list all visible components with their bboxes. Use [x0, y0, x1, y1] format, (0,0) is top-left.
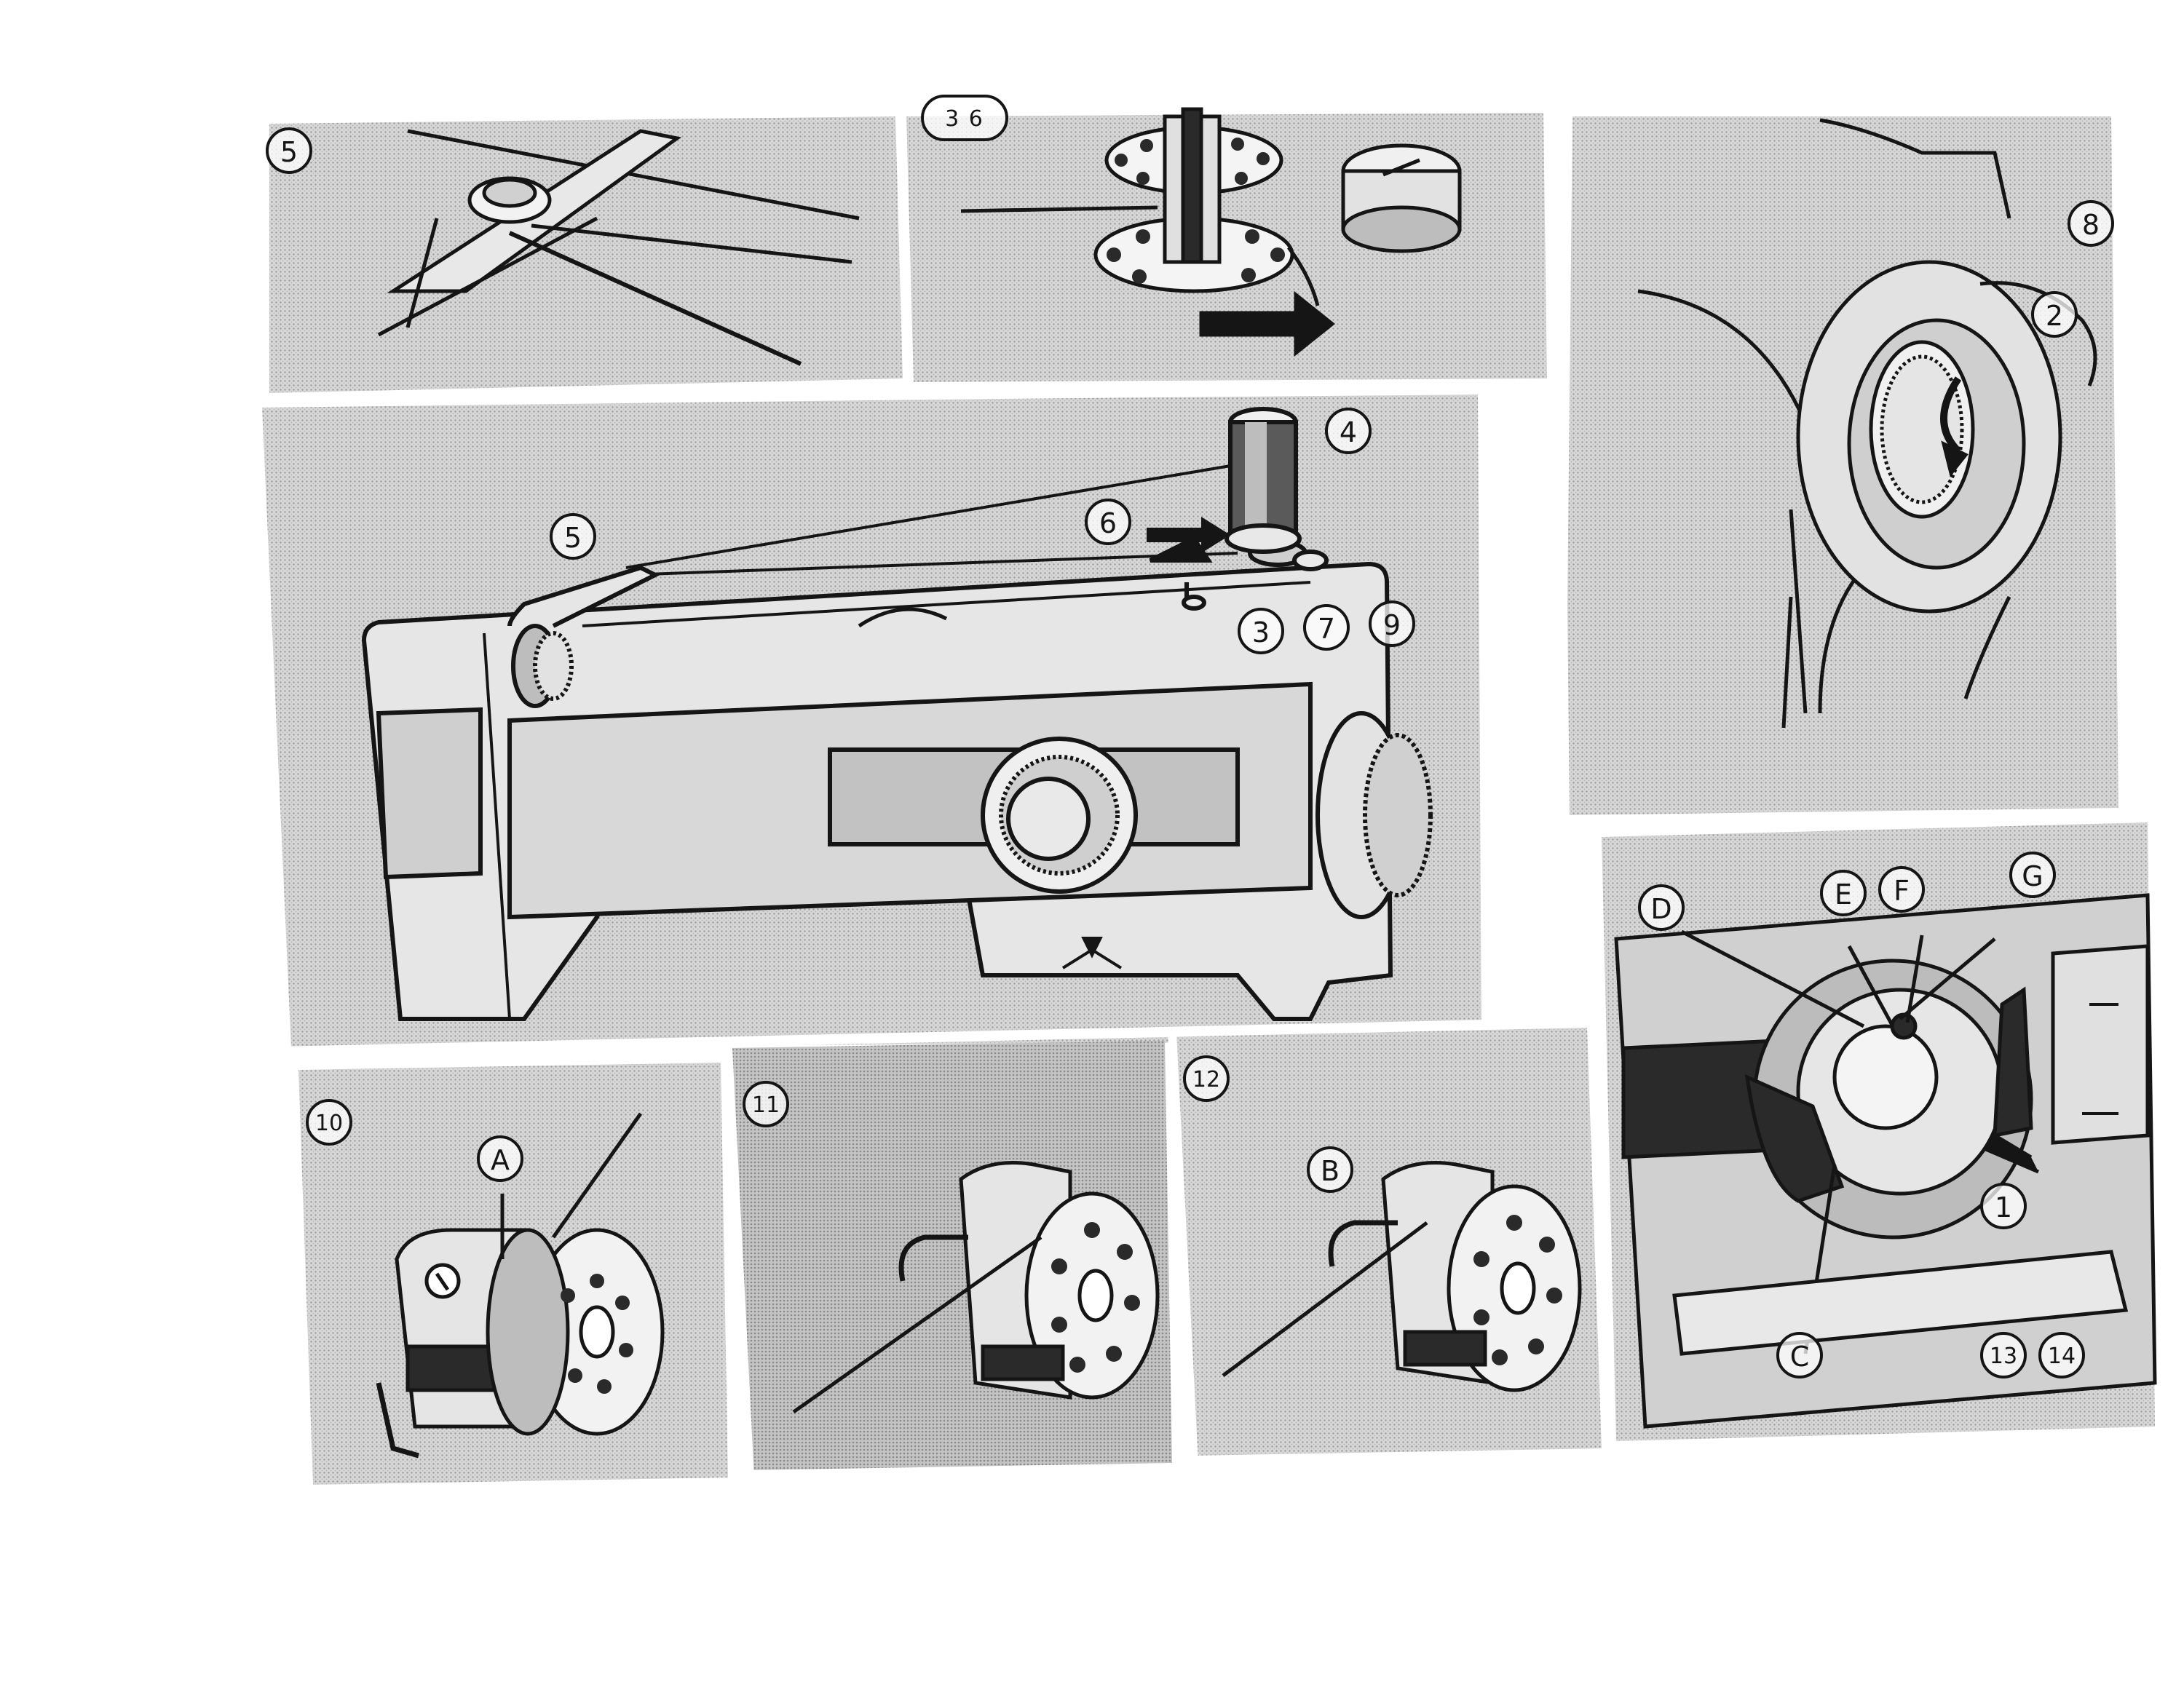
step-number-1: 1	[1980, 1183, 2027, 1229]
handwheel	[1315, 711, 1433, 919]
letter-G: G	[2009, 852, 2056, 898]
panel-top-left-bg	[269, 116, 903, 393]
letter-C: C	[1776, 1332, 1823, 1378]
step-number-11: 11	[743, 1081, 789, 1127]
stitch-dial	[981, 737, 1138, 894]
sewing-machine-icon	[361, 407, 1433, 1021]
hand-icon	[1637, 118, 2097, 729]
letter-D: D	[1638, 884, 1685, 931]
thread-guide-detail	[377, 129, 860, 366]
hook-area	[1614, 893, 2157, 1429]
step-number-13: 13	[1980, 1332, 2027, 1378]
step-number-6: 6	[1085, 499, 1131, 545]
step-number-7: 7	[1303, 604, 1350, 651]
arrow-icon	[1199, 290, 1336, 357]
bobbin-case-threaded	[1222, 1161, 1582, 1392]
step-number-2: 2	[2031, 291, 2078, 338]
bobbin-case-icon	[1341, 143, 1462, 253]
step-number-12: 12	[1183, 1055, 1230, 1102]
letter-B: B	[1307, 1146, 1353, 1193]
step-number-4: 4	[1325, 408, 1372, 454]
step-number-10: 10	[306, 1099, 352, 1146]
step-number-8: 8	[2068, 200, 2114, 247]
bobbin-case-with-bobbin	[376, 1112, 665, 1459]
thread-spool	[1224, 407, 1302, 554]
bobbin-winder-detail	[960, 107, 1462, 357]
step-number-9: 9	[1369, 600, 1415, 647]
letter-E: E	[1820, 870, 1867, 916]
bobbin-icon	[1093, 107, 1294, 293]
tension-knob	[511, 624, 574, 708]
letter-A: A	[477, 1135, 523, 1182]
bobbin-case-slot	[792, 1161, 1160, 1414]
step-number-3: 3	[1238, 608, 1284, 654]
step-number-3-6: 3 6	[921, 95, 1008, 141]
step-number-5: 5	[550, 513, 596, 560]
step-number-14: 14	[2038, 1332, 2085, 1378]
letter-F: F	[1878, 866, 1925, 913]
step-number-5-top: 5	[266, 127, 312, 174]
